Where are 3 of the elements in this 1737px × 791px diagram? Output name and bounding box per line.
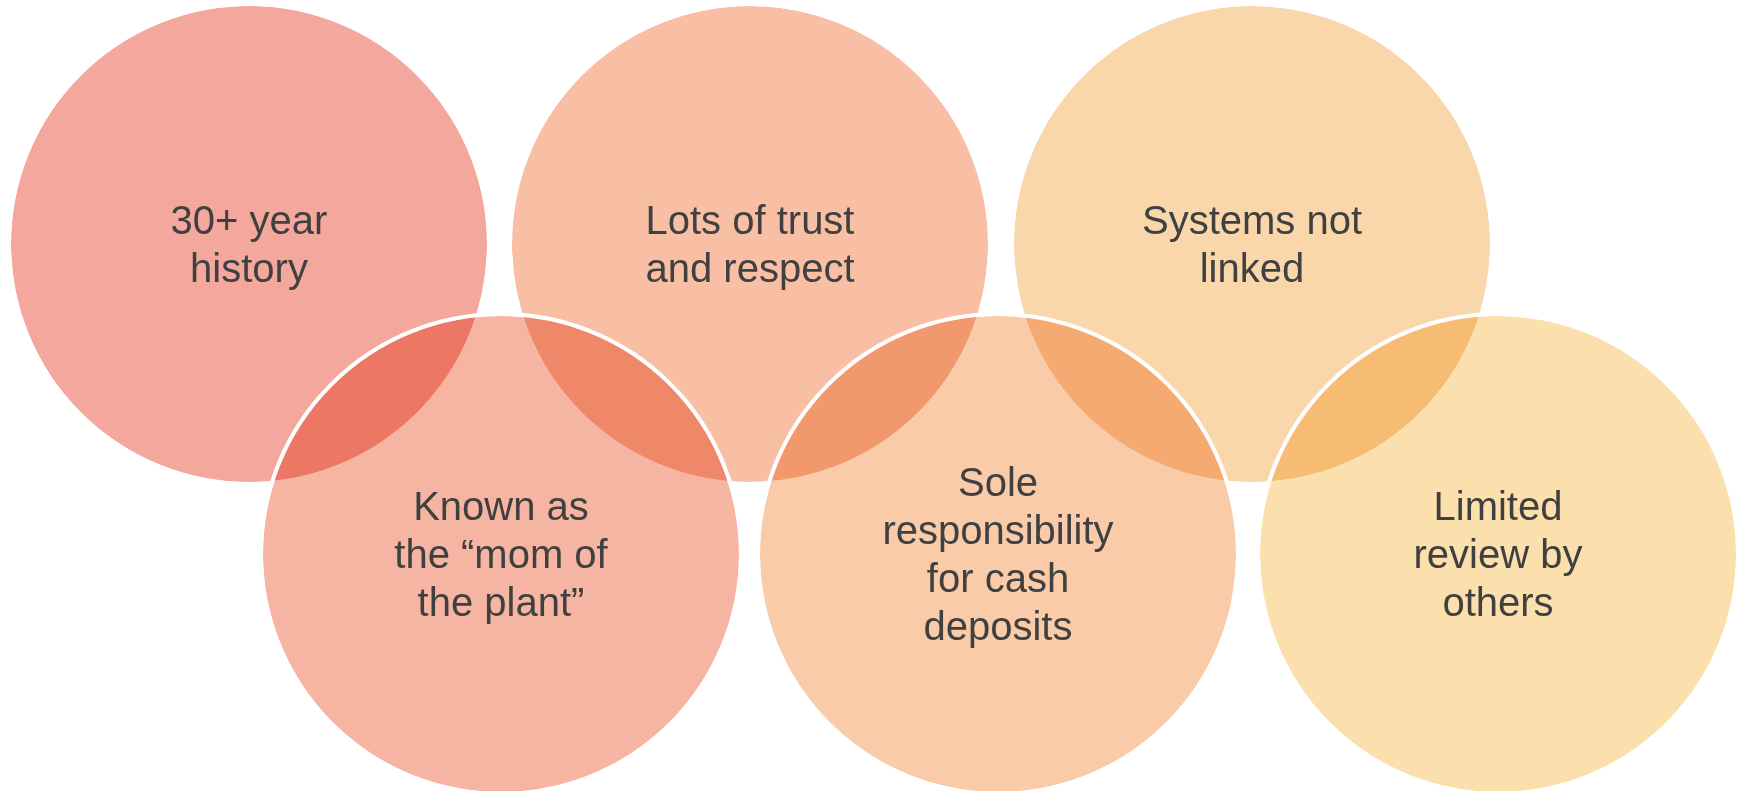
- circle-label: 30+ year history: [169, 197, 329, 292]
- circle-label: Lots of trust and respect: [644, 197, 856, 292]
- circle-label: Systems not linked: [1140, 197, 1364, 292]
